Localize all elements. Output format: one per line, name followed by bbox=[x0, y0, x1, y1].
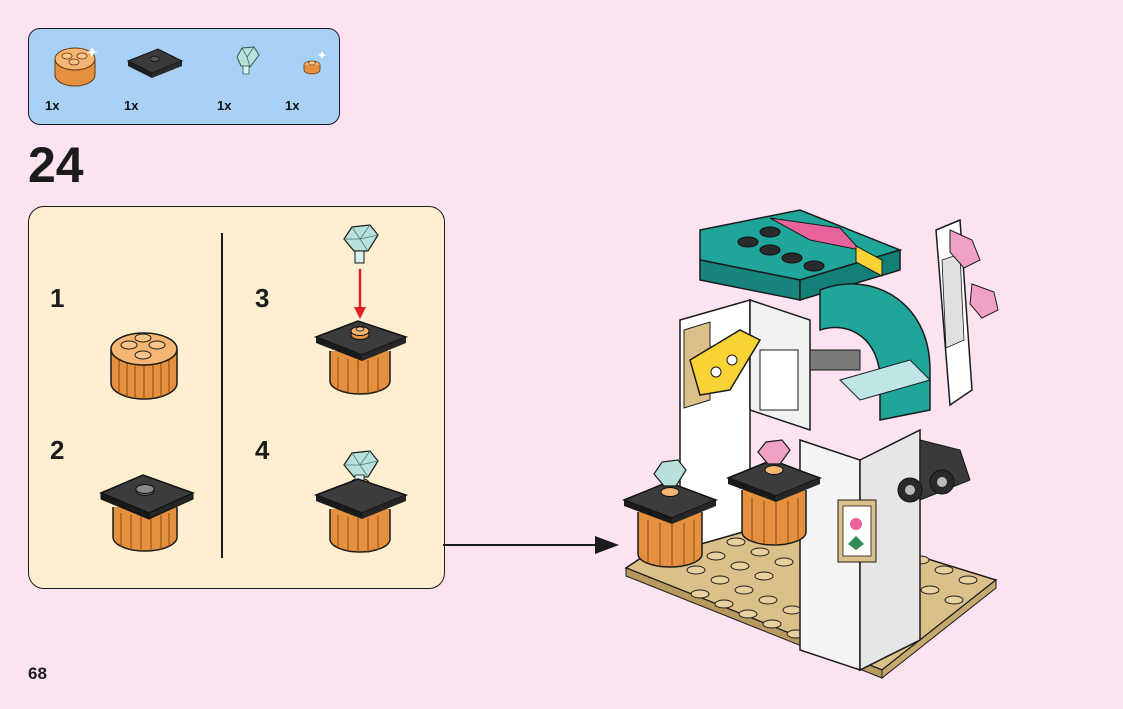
substep-3-number: 3 bbox=[255, 283, 270, 313]
part-round-brick: 1x bbox=[45, 43, 105, 113]
attach-arrow-icon bbox=[443, 536, 619, 554]
parts-list-box: 1x 1x 1x 1x bbox=[28, 28, 340, 125]
part-diamond: 1x bbox=[217, 43, 277, 113]
part-qty: 1x bbox=[217, 98, 232, 113]
part-round-plate: 1x bbox=[285, 43, 345, 113]
round-plate-icon bbox=[303, 51, 327, 75]
substep-divider bbox=[221, 233, 223, 558]
model-illustration bbox=[621, 209, 999, 680]
page-number: 68 bbox=[28, 664, 47, 683]
diamond-icon bbox=[236, 46, 260, 75]
substep-1-number: 1 bbox=[50, 283, 65, 313]
substep-4-number: 4 bbox=[255, 435, 270, 465]
step-number: 24 bbox=[28, 137, 84, 193]
substep-box: 1 2 3 bbox=[28, 206, 445, 589]
add-gem-illustration bbox=[313, 224, 408, 395]
completed-pedestal-illustration bbox=[313, 450, 408, 553]
part-qty: 1x bbox=[285, 98, 300, 113]
substep-2-number: 2 bbox=[50, 435, 65, 465]
round-brick-icon bbox=[54, 47, 98, 87]
plate-icon bbox=[126, 48, 184, 78]
part-plate-with-stud: 1x bbox=[124, 43, 184, 113]
plate-on-brick-illustration bbox=[99, 474, 195, 552]
part-qty: 1x bbox=[45, 98, 60, 113]
round-brick-illustration bbox=[110, 332, 178, 400]
part-qty: 1x bbox=[124, 98, 139, 113]
